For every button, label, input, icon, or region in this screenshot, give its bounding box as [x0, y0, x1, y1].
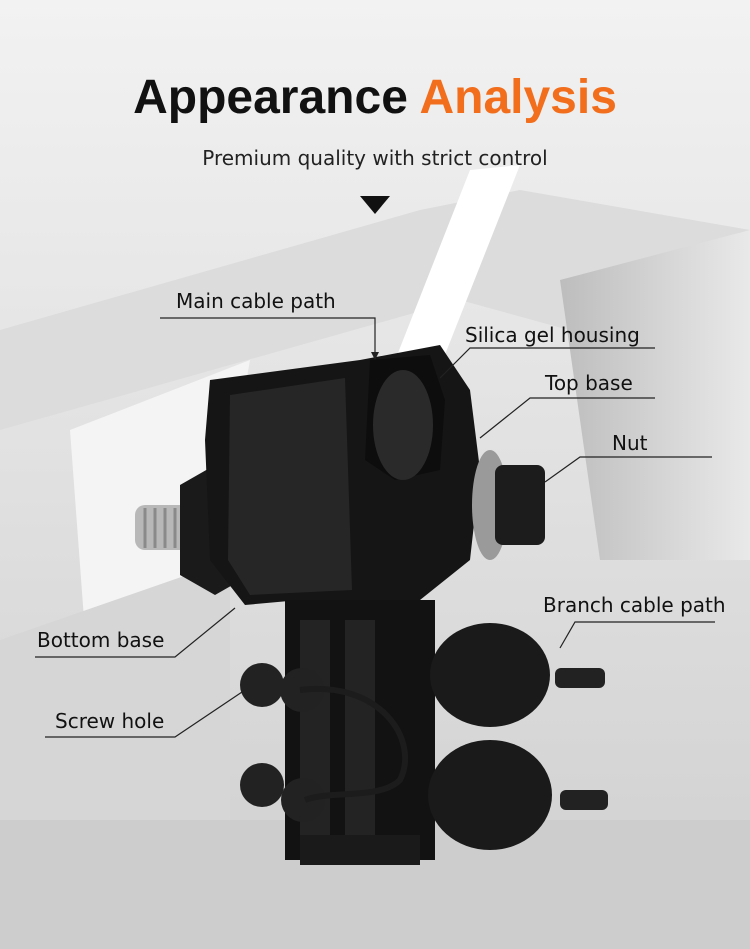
leader-main-cable [160, 317, 376, 358]
screw-cap-3 [240, 763, 284, 807]
branch-cap-bottom [428, 740, 552, 850]
title-main: Appearance [133, 71, 408, 124]
leader-bottom-base [35, 607, 236, 658]
leader-nut [544, 456, 712, 483]
leader-top-base [479, 397, 655, 439]
screw-cap-4 [281, 778, 325, 822]
title-accent: Analysis [419, 71, 617, 124]
label-silica-gel-housing: Silica gel housing [465, 323, 640, 347]
label-bottom-base: Bottom base [37, 628, 165, 652]
label-main-cable-path: Main cable path [176, 289, 336, 313]
label-branch-cable-path: Branch cable path [543, 593, 726, 617]
hex-nut-right [495, 465, 545, 545]
label-nut: Nut [612, 431, 648, 455]
leader-branch [559, 621, 715, 649]
label-screw-hole: Screw hole [55, 709, 165, 733]
branch-cap-top [430, 623, 550, 727]
page-title: Appearance Analysis [0, 68, 750, 128]
leader-silica [439, 347, 655, 379]
label-top-base: Top base [545, 371, 633, 395]
screw-cap-1 [240, 663, 284, 707]
down-triangle-icon [360, 196, 390, 214]
page-subtitle: Premium quality with strict control [202, 146, 548, 170]
leader-screw-hole [45, 689, 246, 738]
